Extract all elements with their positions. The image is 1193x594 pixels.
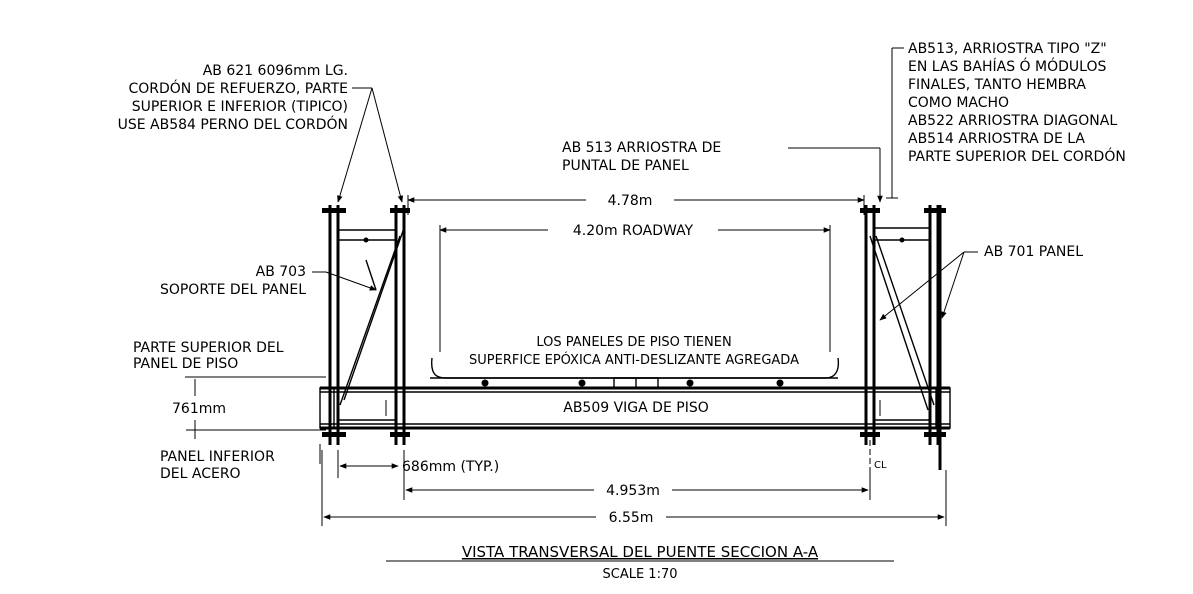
right-truss bbox=[860, 205, 946, 470]
ab513z-line-2: EN LAS BAHÍAS Ó MÓDULOS bbox=[908, 57, 1106, 75]
ab513-strut-line-2: PUNTAL DE PANEL bbox=[562, 158, 689, 174]
ab703-line-2: SOPORTE DEL PANEL bbox=[160, 282, 306, 298]
centerline-label: CL bbox=[874, 460, 887, 471]
drawing-scale: SCALE 1:70 bbox=[602, 567, 677, 582]
ab621-line-1: AB 621 6096mm LG. bbox=[203, 63, 348, 79]
ab621-line-3: SUPERIOR E INFERIOR (TIPICO) bbox=[132, 99, 348, 115]
steel-panel-line-2: DEL ACERO bbox=[160, 466, 241, 482]
dim-4-20m-roadway: 4.20m ROADWAY bbox=[573, 223, 694, 239]
ab701-label: AB 701 PANEL bbox=[984, 244, 1083, 260]
ab513z-line-4: COMO MACHO bbox=[908, 95, 1009, 111]
ab513z-line-1: AB513, ARRIOSTRA TIPO "Z" bbox=[908, 41, 1107, 57]
drawing-title: VISTA TRANSVERSAL DEL PUENTE SECCION A-A bbox=[462, 543, 819, 561]
ab621-line-4: USE AB584 PERNO DEL CORDÓN bbox=[118, 115, 348, 133]
floor-beam-label: AB509 VIGA DE PISO bbox=[563, 400, 709, 416]
steel-panel-line-1: PANEL INFERIOR bbox=[160, 449, 275, 465]
deck-top-line-2: PANEL DE PISO bbox=[133, 356, 238, 372]
dim-761mm: 761mm bbox=[172, 401, 226, 417]
ab703-line-1: AB 703 bbox=[256, 264, 306, 280]
epoxy-line-1: LOS PANELES DE PISO TIENEN bbox=[536, 335, 731, 350]
annotations: AB 621 6096mm LG. CORDÓN DE REFUERZO, PA… bbox=[118, 41, 1126, 582]
left-truss bbox=[322, 205, 410, 445]
ab513-strut-line-1: AB 513 ARRIOSTRA DE bbox=[562, 140, 721, 156]
deck-top-line-1: PARTE SUPERIOR DEL bbox=[133, 340, 284, 356]
dim-686mm: 686mm (TYP.) bbox=[402, 459, 499, 475]
ab513z-line-3: FINALES, TANTO HEMBRA bbox=[908, 77, 1086, 93]
epoxy-line-2: SUPERFICE EPÓXICA ANTI-DESLIZANTE AGREGA… bbox=[469, 352, 799, 368]
dim-6-55m: 6.55m bbox=[609, 510, 654, 526]
ab513z-line-7: PARTE SUPERIOR DEL CORDÓN bbox=[908, 147, 1126, 165]
ab621-line-2: CORDÓN DE REFUERZO, PARTE bbox=[128, 79, 348, 97]
floor-system bbox=[319, 357, 951, 430]
dimension-lines bbox=[185, 195, 947, 526]
ab513z-line-5: AB522 ARRIOSTRA DIAGONAL bbox=[908, 113, 1117, 129]
leader-lines bbox=[312, 47, 978, 464]
dim-4-953m: 4.953m bbox=[606, 483, 660, 499]
ab513z-line-6: AB514 ARRIOSTRA DE LA bbox=[908, 131, 1085, 147]
dim-4-78m: 4.78m bbox=[608, 193, 653, 209]
